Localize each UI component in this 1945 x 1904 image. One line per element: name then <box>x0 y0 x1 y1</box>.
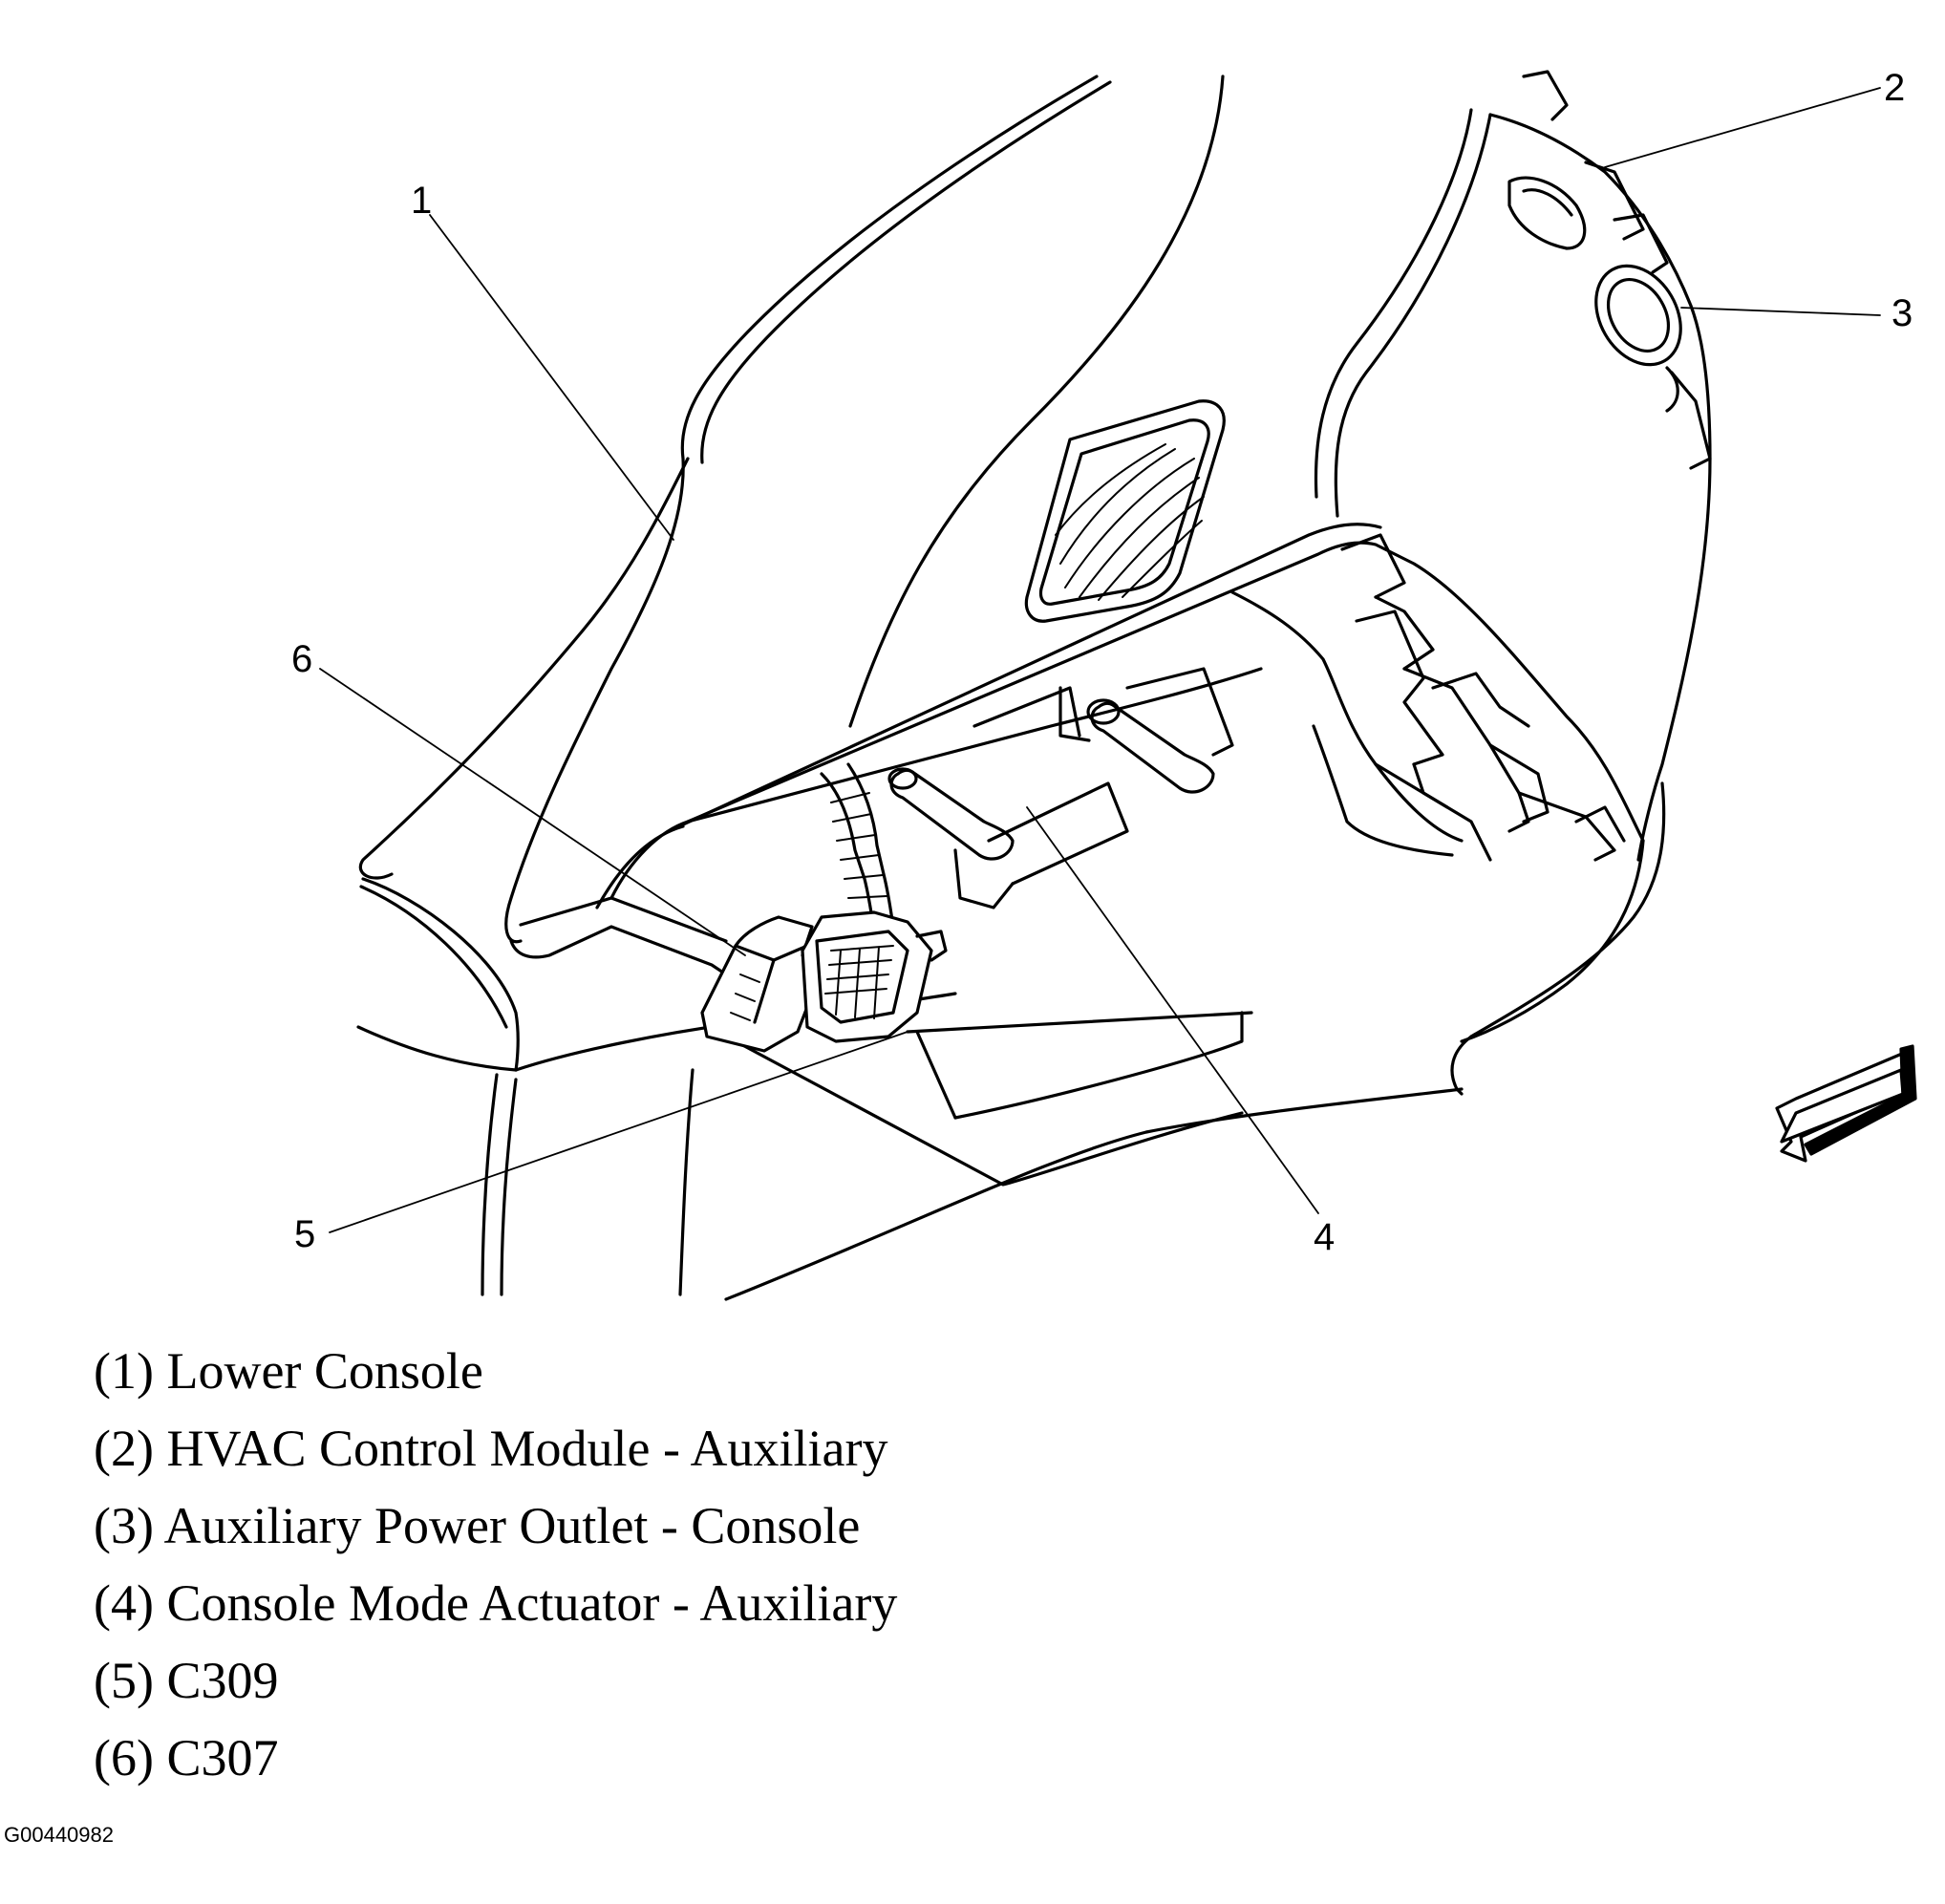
callout-6: 6 <box>291 638 313 680</box>
legend-item: (5) C309 <box>94 1642 897 1720</box>
console-brackets <box>1340 533 1626 862</box>
legend-item: (1) Lower Console <box>94 1333 897 1410</box>
legend-number: (3) <box>94 1497 154 1554</box>
forward-arrow-icon <box>1775 1044 1917 1163</box>
figure-id: G00440982 <box>4 1823 114 1847</box>
floor-vent-grille <box>1024 399 1226 623</box>
component-legend: (1) Lower Console (2) HVAC Control Modul… <box>94 1333 897 1797</box>
legend-number: (2) <box>94 1420 154 1477</box>
harness-connectors-drawing <box>700 762 948 1053</box>
legend-text: Console Mode Actuator - Auxiliary <box>166 1574 898 1632</box>
legend-item: (4) Console Mode Actuator - Auxiliary <box>94 1565 897 1642</box>
callout-4: 4 <box>1314 1216 1336 1258</box>
callout-3: 3 <box>1892 292 1913 334</box>
legend-item: (2) HVAC Control Module - Auxiliary <box>94 1410 897 1487</box>
console-diagram <box>319 70 1917 1301</box>
mode-actuator-drawing <box>887 667 1234 909</box>
legend-item: (6) C307 <box>94 1720 897 1797</box>
legend-number: (1) <box>94 1342 154 1400</box>
legend-text: C309 <box>166 1652 279 1709</box>
legend-text: HVAC Control Module - Auxiliary <box>166 1420 888 1477</box>
power-outlet-drawing <box>1594 264 1712 470</box>
legend-text: Auxiliary Power Outlet - Console <box>163 1497 861 1554</box>
left-panel-edge <box>359 885 508 1029</box>
lower-console-shell <box>356 75 1225 1296</box>
callout-1: 1 <box>411 180 433 222</box>
legend-number: (6) <box>94 1729 154 1786</box>
console-tray <box>509 523 1645 976</box>
hvac-control-module-drawing <box>1507 70 1669 274</box>
legend-number: (5) <box>94 1652 154 1709</box>
callout-5: 5 <box>294 1213 316 1255</box>
callout-leaders <box>319 87 1881 1233</box>
legend-text: C307 <box>166 1729 279 1786</box>
legend-number: (4) <box>94 1574 154 1632</box>
callout-2: 2 <box>1884 67 1906 109</box>
legend-text: Lower Console <box>166 1342 483 1400</box>
legend-item: (3) Auxiliary Power Outlet - Console <box>94 1487 897 1565</box>
